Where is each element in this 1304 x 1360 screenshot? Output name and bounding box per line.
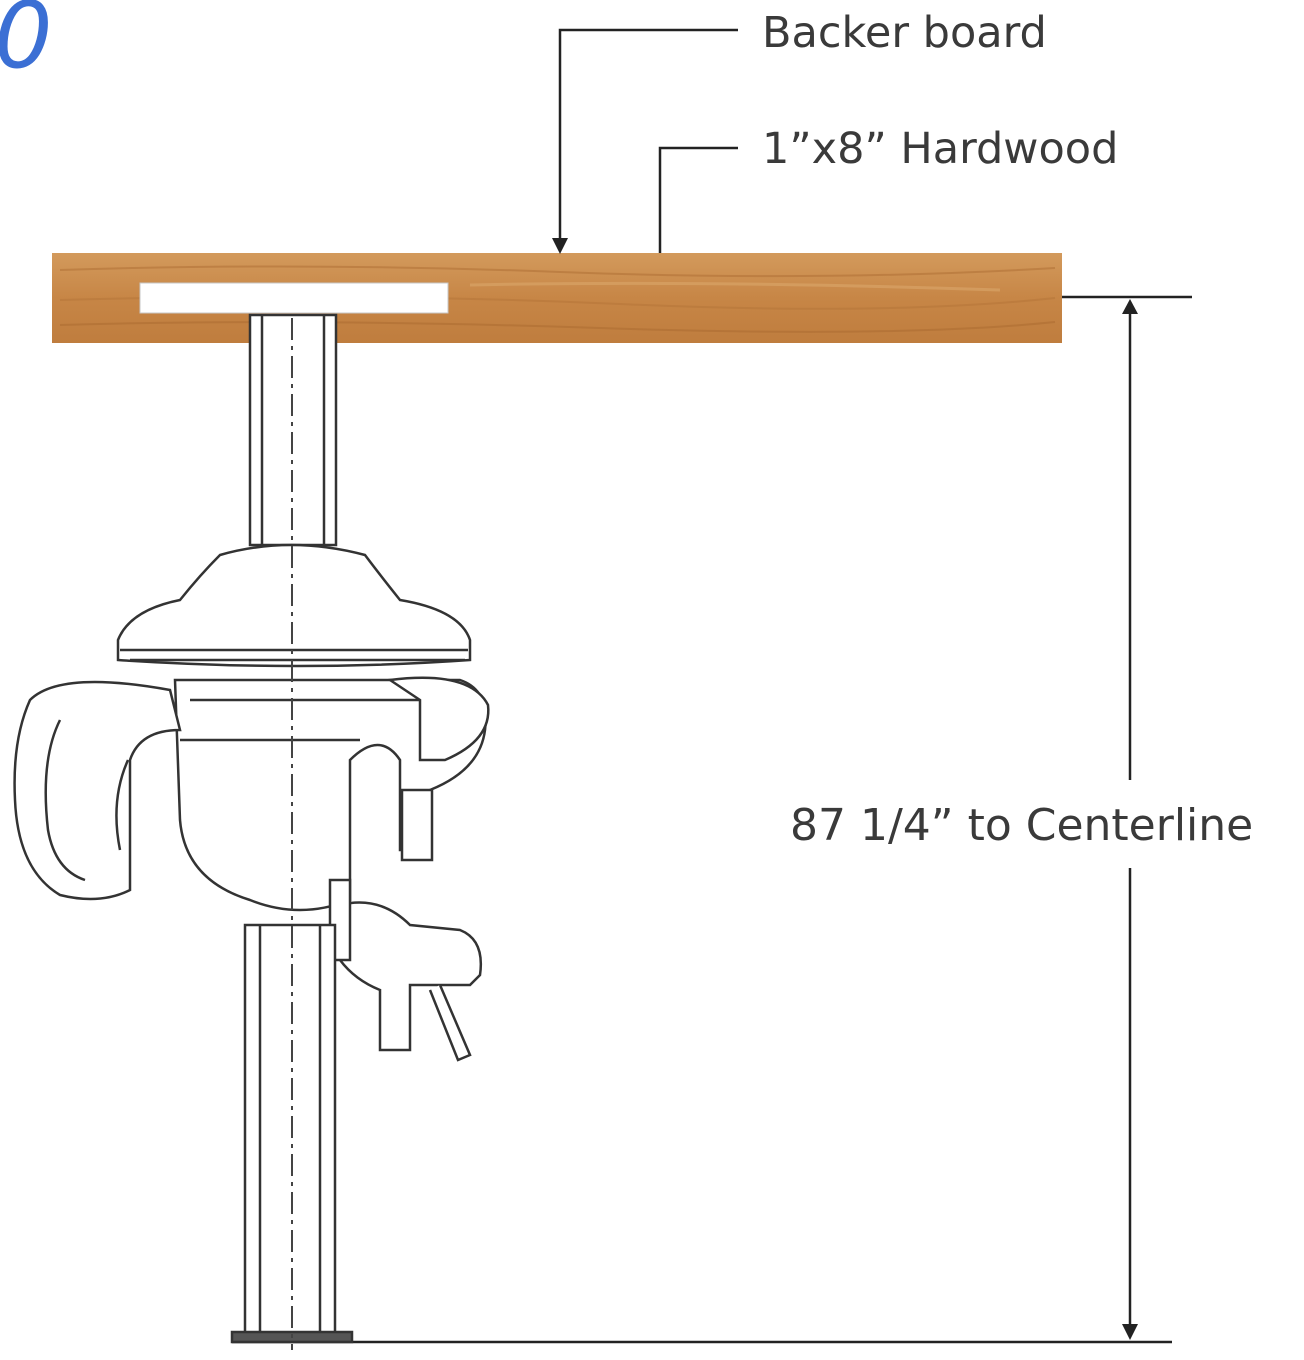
fixture-drawing (13, 313, 490, 1344)
backer-board-leader (552, 28, 738, 254)
dimension-line (232, 295, 1192, 1344)
mounting-slot (139, 282, 449, 314)
dimension-label: 87 1/4” to Centerline (790, 800, 1254, 852)
backer-board-label: Backer board (762, 8, 1047, 58)
hardwood-label: 1”x8” Hardwood (762, 124, 1119, 174)
hardwood-leader (658, 146, 738, 253)
corner-mark-glyph: 0 (0, 0, 53, 82)
